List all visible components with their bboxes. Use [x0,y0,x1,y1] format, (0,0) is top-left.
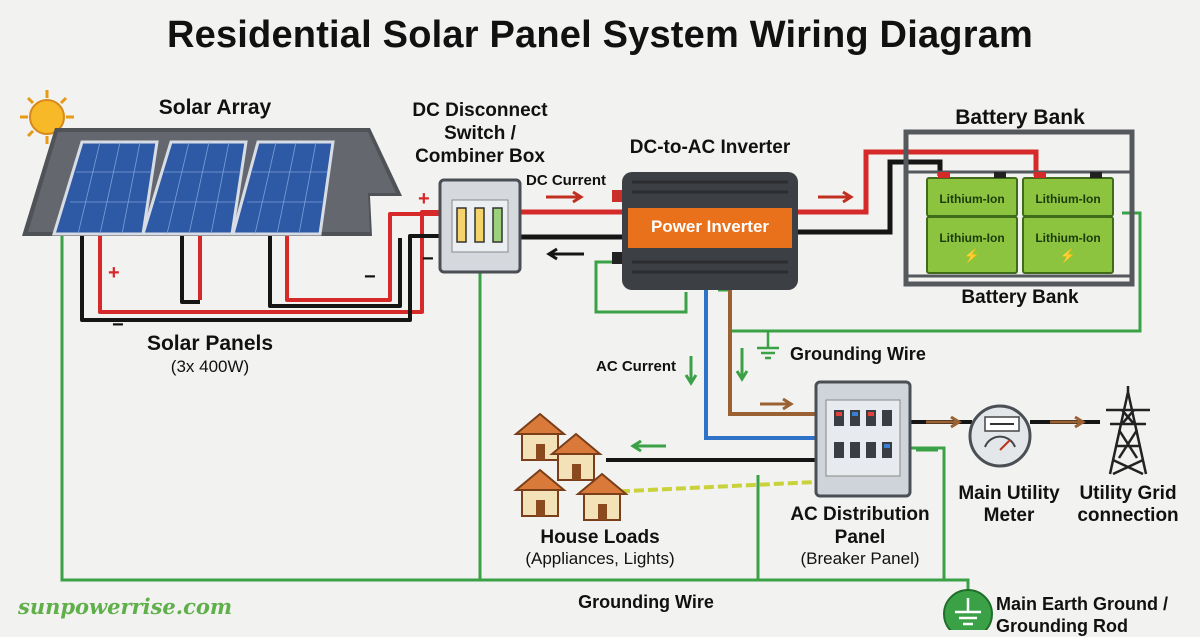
power-inverter [612,172,798,290]
plus-sign: + [418,188,430,210]
sun-icon [20,90,74,144]
lightning-icon: ⚡ [963,248,981,263]
battery-cell: Lithium-Ion ⚡ [1022,216,1114,274]
lightning-icon: ⚡ [1059,248,1077,263]
grounding-wire-bottom-label: Grounding Wire [578,592,714,612]
battery-bank-label-top: Battery Bank [955,106,1085,129]
minus-sign: − [422,248,434,270]
meter-label: Main Utility Meter [958,483,1060,526]
ac-distribution-panel [814,380,912,498]
earth-ground-label: Main Earth Ground / Grounding Rod [996,594,1169,636]
solar-panels-sublabel: (3x 400W) [170,357,250,376]
grounding-wire-label: Grounding Wire [790,344,926,364]
page-title: Residential Solar Panel System Wiring Di… [166,14,1034,56]
battery-cell: Lithium-Ion ⚡ [926,216,1018,274]
grid-label: Utility Grid connection [1077,483,1179,526]
solar-array [22,128,402,236]
dc-current-label: DC Current [526,172,607,189]
ac-panel-label: AC Distribution Panel [790,504,930,548]
house-loads-sublabel: (Appliances, Lights) [525,549,675,568]
battery-cell: Lithium-Ion [1022,172,1114,217]
minus-sign: − [112,314,124,336]
ground-symbol-icon [757,331,779,360]
transmission-tower-icon [1106,386,1150,476]
earth-ground-icon [943,589,993,630]
inverter-title: DC-to-AC Inverter [629,137,791,158]
inverter-body-label: Power Inverter [650,217,770,236]
utility-meter-icon [968,404,1032,468]
plus-sign: + [108,262,120,284]
battery-bank-label-bottom: Battery Bank [961,287,1079,308]
minus-sign: − [364,266,376,288]
ac-panel-sublabel: (Breaker Panel) [800,549,920,568]
ac-current-label: AC Current [596,358,677,375]
house-loads-label: House Loads [540,527,660,548]
watermark: sunpowerrise.com [18,594,233,619]
solar-panels-label: Solar Panels [146,332,274,355]
dc-disconnect-label: DC Disconnect Switch / Combiner Box [412,100,548,167]
battery-cell: Lithium-Ion [926,172,1018,217]
house-icons [513,412,629,521]
dc-disconnect-box [438,178,522,274]
solar-array-label: Solar Array [158,96,272,119]
solar-panel-3 [231,140,335,236]
